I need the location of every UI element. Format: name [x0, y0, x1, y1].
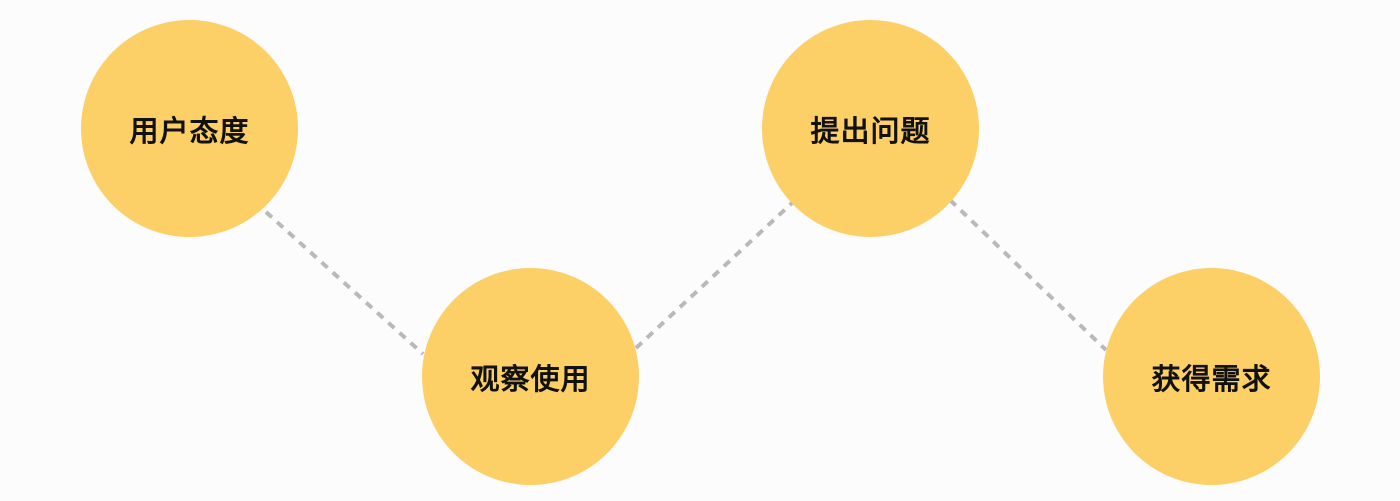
node-label: 观察使用: [470, 361, 591, 396]
node-observe-usage: 观察使用: [422, 268, 639, 485]
connector-2: [634, 201, 794, 350]
connector-3: [948, 198, 1108, 352]
node-label: 获得需求: [1151, 361, 1272, 396]
node-user-attitude: 用户态度: [81, 20, 298, 237]
node-label: 提出问题: [810, 113, 931, 148]
node-obtain-requirements: 获得需求: [1103, 268, 1320, 485]
connector-1: [264, 210, 425, 356]
node-label: 用户态度: [129, 113, 250, 148]
node-ask-questions: 提出问题: [762, 20, 979, 237]
